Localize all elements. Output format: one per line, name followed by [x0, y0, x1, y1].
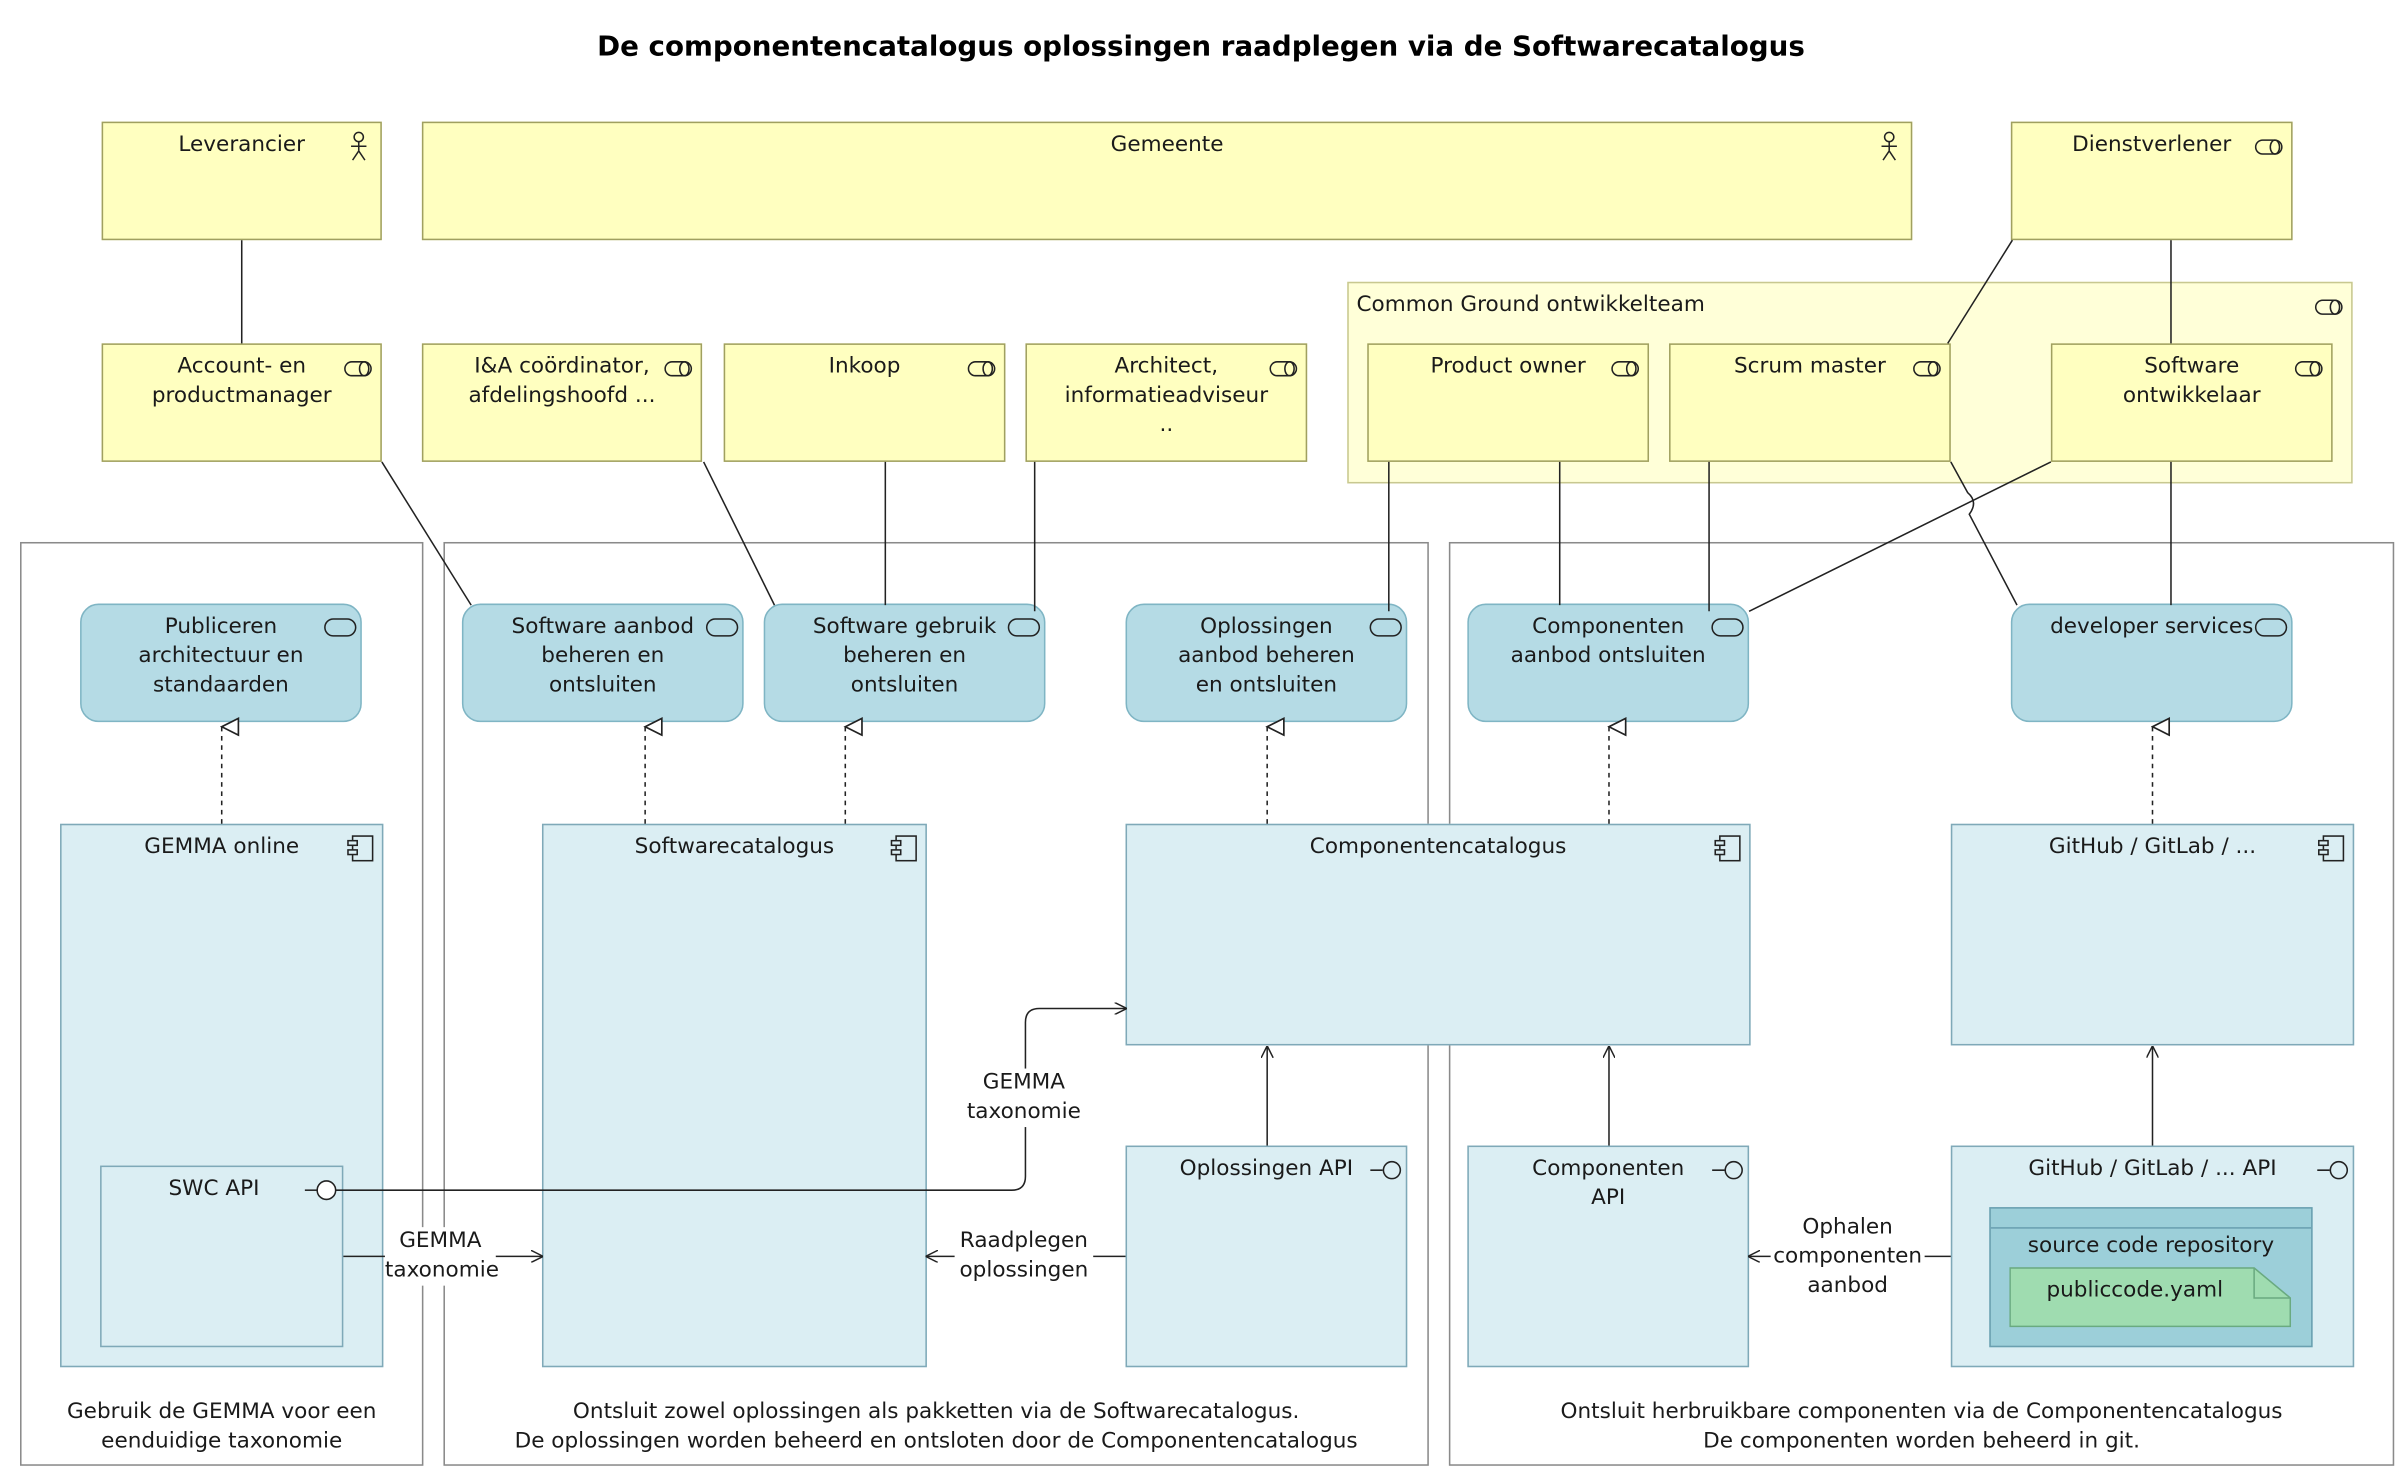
role-label: Architect, informatieadviseur ..: [1064, 354, 1269, 438]
flow-label: GEMMA taxonomie: [384, 1227, 499, 1286]
service-icon: [705, 613, 739, 644]
service-oplossingen[interactable]: Oplossingen aanbod beheren en ontsluiten: [1125, 603, 1408, 723]
role-icon: [2254, 131, 2285, 162]
interface-oplossingen-api[interactable]: Oplossingen API: [1125, 1145, 1408, 1368]
role-scrum-master[interactable]: Scrum master: [1669, 343, 1951, 462]
role-icon: [1611, 353, 1642, 384]
interface-icon: [1369, 1155, 1402, 1186]
component-icon: [888, 833, 919, 864]
interface-label: Componenten API: [1532, 1156, 1685, 1211]
service-label: developer services: [2050, 614, 2254, 639]
component-label: Softwarecatalogus: [634, 834, 835, 860]
role-label: Account- en productmanager: [151, 354, 332, 409]
service-icon: [1711, 613, 1744, 644]
caption-softwarecatalogus: Ontsluit zowel oplossingen als pakketten…: [514, 1399, 1358, 1454]
role-architect[interactable]: Architect, informatieadviseur ..: [1025, 343, 1308, 462]
flow-label: Raadplegen oplossingen: [954, 1227, 1094, 1286]
service-icon: [1007, 613, 1041, 644]
role-icon: [664, 353, 695, 384]
caption-gemma: Gebruik de GEMMA voor een eenduidige tax…: [66, 1399, 377, 1454]
repository-divider: [1990, 1227, 2312, 1229]
role-label: I&A coördinator, afdelingshoofd ...: [468, 354, 656, 409]
component-label: GEMMA online: [144, 834, 300, 860]
actor-label: Dienstverlener: [2072, 132, 2232, 158]
actor-gemeente[interactable]: Gemeente: [421, 121, 1913, 241]
actor-leverancier[interactable]: Leverancier: [101, 121, 382, 241]
flow-label: GEMMA taxonomie: [963, 1068, 1084, 1128]
role-inkoop[interactable]: Inkoop: [723, 343, 1006, 462]
role-label: Scrum master: [1733, 354, 1886, 379]
assignment-line: [702, 461, 776, 606]
service-label: Oplossingen aanbod beheren en ontsluiten: [1178, 614, 1355, 698]
actor-dienstverlener[interactable]: Dienstverlener: [2010, 121, 2293, 241]
service-label: Software aanbod beheren en ontsluiten: [511, 614, 695, 698]
component-label: GitHub / GitLab / ...: [2048, 834, 2257, 860]
role-icon: [343, 353, 374, 384]
service-software-aanbod[interactable]: Software aanbod beheren en ontsluiten: [461, 603, 744, 723]
component-label: Componentencatalogus: [1309, 834, 1567, 860]
actor-icon: [1874, 131, 1905, 162]
assignment-line: [1950, 461, 2018, 606]
service-icon: [2254, 613, 2288, 644]
role-ia-coordinator[interactable]: I&A coördinator, afdelingshoofd ...: [421, 343, 703, 462]
interface-label: GitHub / GitLab / ... API: [2028, 1156, 2277, 1181]
component-icon: [2316, 833, 2347, 864]
role-icon: [967, 353, 998, 384]
interface-label: Oplossingen API: [1179, 1156, 1354, 1181]
interface-componenten-api[interactable]: Componenten API: [1467, 1145, 1750, 1368]
service-label: Publiceren architectuur en standaarden: [138, 614, 304, 698]
artifact-shape: [2009, 1267, 2292, 1328]
frame-gemma: [20, 541, 424, 1466]
role-label: Inkoop: [828, 354, 901, 379]
service-publiceren[interactable]: Publiceren architectuur en standaarden: [80, 603, 362, 723]
diagram-title: De componentencatalogus oplossingen raad…: [597, 30, 1805, 64]
service-label: Software gebruik beheren en ontsluiten: [812, 614, 997, 698]
repository-label: source code repository: [2027, 1233, 2275, 1258]
assignment-line: [381, 461, 472, 606]
caption-componenten: Ontsluit herbruikbare componenten via de…: [1560, 1399, 2283, 1454]
service-software-gebruik[interactable]: Software gebruik beheren en ontsluiten: [763, 603, 1046, 723]
role-icon: [2314, 291, 2345, 322]
group-label: Common Ground ontwikkelteam: [1356, 292, 1705, 318]
role-icon: [1269, 353, 1300, 384]
component-icon: [1712, 833, 1743, 864]
assignment-line: [1947, 239, 2014, 344]
service-icon: [1369, 613, 1402, 644]
service-componenten[interactable]: Componenten aanbod ontsluiten: [1467, 603, 1750, 723]
component-icon: [345, 833, 376, 864]
component-componentencatalogus[interactable]: Componentencatalogus: [1125, 823, 1751, 1046]
component-github[interactable]: GitHub / GitLab / ...: [1950, 823, 2355, 1046]
artifact-label: publiccode.yaml: [2046, 1277, 2224, 1303]
flow-label: Ophalen componenten aanbod: [1770, 1213, 1925, 1302]
role-account-manager[interactable]: Account- en productmanager: [101, 343, 382, 462]
role-label: Product owner: [1430, 354, 1586, 379]
component-softwarecatalogus[interactable]: Softwarecatalogus: [541, 823, 927, 1368]
interface-label: SWC API: [168, 1176, 260, 1201]
role-software-ontwikkelaar[interactable]: Software ontwikkelaar: [2050, 343, 2333, 462]
actor-label: Gemeente: [1110, 132, 1224, 158]
actor-icon: [343, 131, 374, 162]
role-icon: [2294, 353, 2325, 384]
role-label: Software ontwikkelaar: [2122, 354, 2261, 409]
artifact-publiccode[interactable]: publiccode.yaml: [2009, 1267, 2292, 1328]
interface-icon: [1711, 1155, 1743, 1186]
service-icon: [323, 613, 357, 644]
role-icon: [1912, 353, 1943, 384]
service-label: Componenten aanbod ontsluiten: [1510, 614, 1706, 669]
interface-icon: [2316, 1155, 2349, 1186]
role-product-owner[interactable]: Product owner: [1367, 343, 1650, 462]
actor-label: Leverancier: [178, 132, 306, 158]
interface-icon: [304, 1180, 337, 1201]
assignment-line: [1748, 461, 2052, 612]
interface-swc-api[interactable]: SWC API: [100, 1165, 344, 1348]
